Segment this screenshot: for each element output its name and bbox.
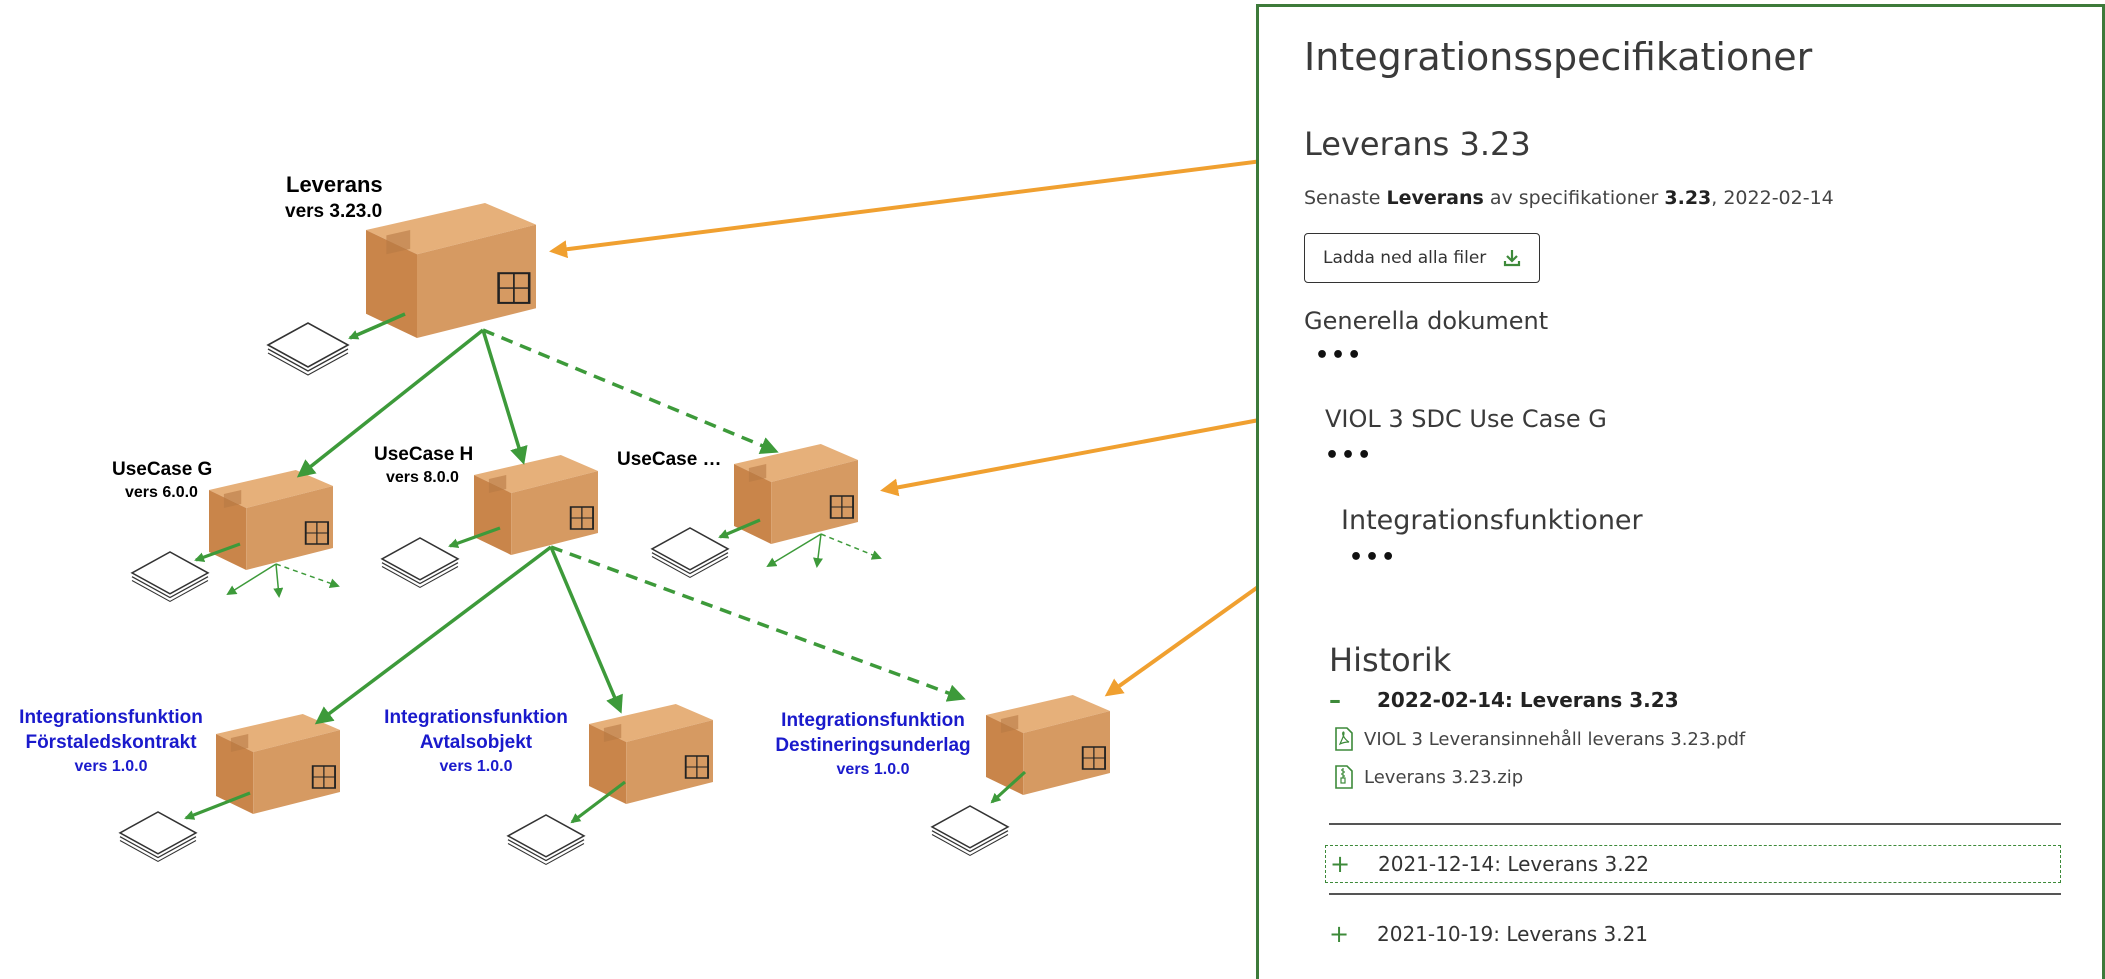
history-heading: Historik: [1329, 641, 1452, 679]
function-avtalsobjekt-version: vers 1.0.0: [440, 758, 513, 775]
download-all-button[interactable]: Ladda ned alla filer: [1304, 233, 1540, 283]
function-forstaledskontrakt-document-icon: [119, 811, 197, 863]
file-label: VIOL 3 Leveransinnehåll leverans 3.23.pd…: [1364, 728, 1746, 750]
function-avtalsobjekt-line1: Integrationsfunktion: [384, 707, 568, 728]
pdf-file-icon: [1335, 727, 1353, 751]
function-destineringsunderlag-line2: Destineringsunderlag: [775, 735, 970, 756]
page-title: Integrationsspecifikationer: [1304, 35, 1813, 79]
function-forstaledskontrakt-line2: Förstaledskontrakt: [25, 732, 197, 753]
delivery-document-icon: [267, 322, 349, 376]
function-forstaledskontrakt-line1: Integrationsfunktion: [19, 707, 203, 728]
function-destineringsunderlag-line1: Integrationsfunktion: [781, 710, 965, 731]
latest-release-text: Senaste Leverans av specifikationer 3.23…: [1304, 187, 1834, 209]
history-item-3-23[interactable]: – 2022-02-14: Leverans 3.23: [1329, 683, 2061, 717]
function-destineringsunderlag-document-icon: [931, 805, 1009, 857]
delivery-name: Leverans: [286, 172, 383, 197]
expand-icon: +: [1329, 920, 1350, 948]
history-item-label: 2021-10-19: Leverans 3.21: [1377, 922, 1649, 946]
usecase-h-document-icon: [381, 537, 459, 589]
function-destineringsunderlag-version: vers 1.0.0: [837, 761, 910, 778]
functions-heading[interactable]: Integrationsfunktioner: [1341, 505, 1643, 536]
history-item-label: 2021-12-14: Leverans 3.22: [1378, 852, 1650, 876]
functions-ellipsis: •••: [1349, 545, 1398, 570]
usecase-more-name: UseCase …: [617, 449, 722, 470]
usecase-g-box: [208, 469, 334, 571]
general-documents-ellipsis: •••: [1315, 343, 1364, 368]
usecase-heading[interactable]: VIOL 3 SDC Use Case G: [1325, 405, 1607, 433]
usecase-h-version: vers 8.0.0: [386, 469, 459, 486]
file-label: Leverans 3.23.zip: [1364, 766, 1524, 788]
function-forstaledskontrakt-version: vers 1.0.0: [75, 758, 148, 775]
history-item-3-22[interactable]: + 2021-12-14: Leverans 3.22: [1325, 845, 2061, 883]
function-avtalsobjekt-box: [588, 703, 714, 805]
delivery-box: [364, 201, 538, 340]
usecase-h-box: [473, 454, 599, 556]
download-icon: [1504, 250, 1521, 267]
usecase-ellipsis: •••: [1325, 443, 1374, 468]
delivery-version: vers 3.23.0: [285, 201, 382, 222]
function-destineringsunderlag-box: [985, 694, 1111, 796]
usecase-h-name: UseCase H: [374, 444, 473, 465]
function-avtalsobjekt-line2: Avtalsobjekt: [420, 732, 533, 753]
history-item-label: 2022-02-14: Leverans 3.23: [1377, 688, 1679, 712]
release-heading: Leverans 3.23: [1304, 125, 1531, 163]
usecase-link-arrow: [880, 410, 1303, 497]
history-item-3-21[interactable]: + 2021-10-19: Leverans 3.21: [1329, 915, 2061, 953]
usecase-more-box: [733, 443, 859, 545]
divider: [1329, 893, 2061, 895]
general-documents-heading[interactable]: Generella dokument: [1304, 307, 1549, 335]
release-link-arrow: [549, 155, 1295, 259]
specifications-panel: Integrationsspecifikationer Leverans 3.2…: [1256, 4, 2105, 979]
file-link-pdf[interactable]: VIOL 3 Leveransinnehåll leverans 3.23.pd…: [1334, 727, 1745, 751]
usecase-g-name: UseCase G: [112, 459, 212, 480]
usecase-g-version: vers 6.0.0: [125, 484, 198, 501]
expand-icon: +: [1330, 850, 1351, 878]
file-link-zip[interactable]: Leverans 3.23.zip: [1334, 765, 1523, 789]
divider: [1329, 823, 2061, 825]
usecase-more-document-icon: [651, 527, 729, 579]
zip-file-icon: [1335, 765, 1353, 789]
collapse-icon: –: [1329, 686, 1341, 714]
download-all-label: Ladda ned alla filer: [1323, 248, 1487, 268]
